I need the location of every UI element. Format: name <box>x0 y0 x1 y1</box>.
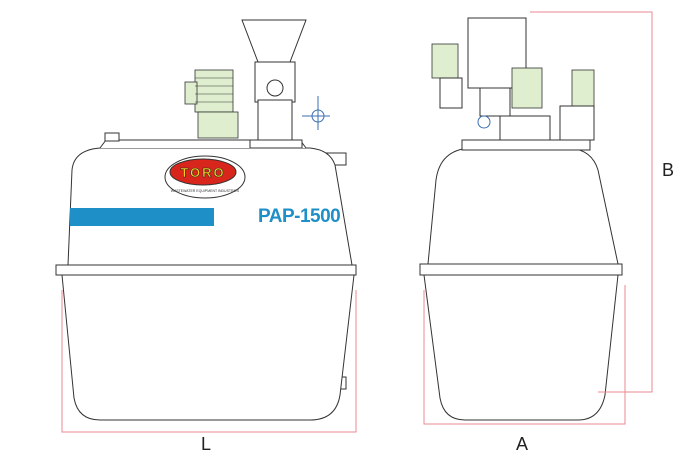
tank-rim <box>55 264 357 276</box>
toro-logo: TORO WASTEWATER EQUIPMENT INDUSTRIES <box>164 155 246 199</box>
side-mixer-motor <box>511 67 543 109</box>
side-tank-upper-body <box>427 147 619 265</box>
svg-text:WASTEWATER EQUIPMENT INDUSTRIE: WASTEWATER EQUIPMENT INDUSTRIES <box>171 189 240 193</box>
dimension-lines <box>61 11 653 433</box>
tank-lower-body <box>61 274 355 421</box>
dimension-label-l: L <box>201 434 212 454</box>
svg-text:TORO: TORO <box>180 165 225 180</box>
water-valve <box>302 96 330 130</box>
dimension-label-b: B <box>662 160 675 180</box>
mixer-motor <box>184 69 239 139</box>
tank-upper-body <box>67 147 353 266</box>
side-tank-rim <box>419 263 623 276</box>
dimension-l <box>61 290 357 433</box>
side-feeder-motor <box>431 43 459 79</box>
gear-housing <box>479 87 511 117</box>
powder-hopper <box>241 19 307 149</box>
dimension-label-a: A <box>516 434 529 454</box>
dimension-a <box>423 285 626 425</box>
front-view: TORO WASTEWATER EQUIPMENT INDUSTRIES <box>55 19 357 421</box>
dimension-b <box>530 11 653 393</box>
vent-cap <box>104 132 120 142</box>
side-platform <box>461 139 591 151</box>
side-tank-lower-body <box>423 274 619 421</box>
side-pump-motor <box>571 69 595 107</box>
model-label: PAP-1500 <box>258 206 341 227</box>
side-valve <box>477 115 491 129</box>
side-view <box>419 17 623 421</box>
blue-stripe <box>70 208 214 226</box>
